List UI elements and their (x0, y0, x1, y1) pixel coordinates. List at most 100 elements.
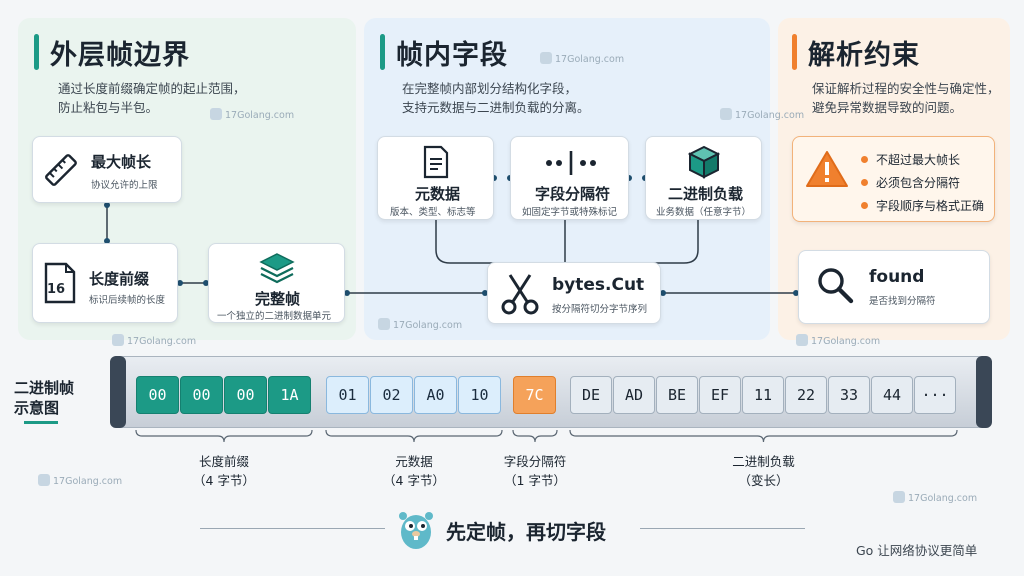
byte-cell: BE (656, 376, 698, 414)
outer-desc: 通过长度前缀确定帧的起止范围，防止粘包与半包。 (58, 81, 246, 115)
card-subtitle: 按分隔符切分字节序列 (552, 304, 648, 315)
byte-cell: 7C (513, 376, 556, 414)
inner-title: 帧内字段 (396, 40, 508, 71)
watermark: 17Golang.com (210, 108, 294, 121)
ruler-icon (45, 154, 77, 186)
strip-right-cap (976, 356, 992, 428)
byte-cell: EF (699, 376, 741, 414)
card-title: 完整帧 (255, 290, 301, 308)
byte-cell: DE (570, 376, 612, 414)
card-title: 最大帧长 (91, 153, 152, 171)
card-subtitle: 如固定字节或特殊标记 (522, 207, 618, 218)
card-max-frame-length: 最大帧长 协议允许的上限 (32, 136, 182, 203)
outer-accent-bar (34, 34, 39, 70)
inner-desc: 在完整帧内部划分结构化字段，支持元数据与二进制负载的分离。 (402, 81, 590, 115)
card-title: 字段分隔符 (535, 185, 611, 203)
group-label: 字段分隔符 （1 字节） (475, 452, 595, 490)
separator-icon (546, 151, 596, 175)
card-title: 长度前缀 (89, 270, 150, 288)
group-name: 长度前缀 (198, 454, 249, 469)
card-subtitle: 是否找到分隔符 (869, 296, 936, 307)
watermark: 17Golang.com (378, 318, 462, 331)
footer-divider-right (640, 528, 805, 529)
group-name: 元数据 (395, 454, 433, 469)
constraint-item: 字段顺序与格式正确 (861, 197, 984, 214)
byte-cell: A0 (414, 376, 457, 414)
parse-accent-bar (792, 34, 797, 70)
parse-title: 解析约束 (808, 40, 920, 71)
group-size: （4 字节） (383, 473, 445, 488)
card-subtitle: 标识后续帧的长度 (89, 295, 166, 306)
watermark: 17Golang.com (893, 491, 977, 504)
watermark: 17Golang.com (112, 334, 196, 347)
group-name: 二进制负载 (732, 454, 795, 469)
group-size: （1 字节） (504, 473, 566, 488)
card-length-prefix: 16 长度前缀 标识后续帧的长度 (32, 243, 178, 323)
parse-desc: 保证解析过程的安全性与确定性，避免异常数据导致的问题。 (812, 81, 1000, 115)
scissors-icon (501, 274, 539, 315)
group-label: 二进制负载 （变长） (704, 452, 824, 490)
group-label: 长度前缀 （4 字节） (164, 452, 284, 490)
group-brace (135, 429, 313, 443)
card-bytes-cut: bytes.Cut 按分隔符切分字节序列 (487, 262, 661, 324)
byte-cell: 11 (742, 376, 784, 414)
card-subtitle: 一个独立的二进制数据单元 (217, 311, 332, 322)
constraint-item: 必须包含分隔符 (861, 174, 960, 191)
byte-cell: 10 (458, 376, 501, 414)
strip-left-cap (110, 356, 126, 428)
card-title: bytes.Cut (552, 275, 645, 295)
group-brace (325, 429, 503, 443)
footer-divider-left (200, 528, 385, 529)
byte-cell: 44 (871, 376, 913, 414)
bullet-icon (861, 156, 868, 163)
byte-cell: 01 (326, 376, 369, 414)
byte-cell: 00 (180, 376, 223, 414)
byte-cell: 00 (136, 376, 179, 414)
watermark: 17Golang.com (38, 474, 122, 487)
card-found: found 是否找到分隔符 (798, 250, 990, 324)
card-full-frame: 完整帧 一个独立的二进制数据单元 (208, 243, 345, 323)
byte-cell: AD (613, 376, 655, 414)
diagram-label: 二进制帧示意图 (14, 379, 75, 417)
group-name: 字段分隔符 (503, 454, 567, 469)
card-subtitle: 协议允许的上限 (91, 180, 158, 191)
card-subtitle: 业务数据（任意字节） (656, 207, 752, 218)
gopher-icon (399, 512, 433, 549)
bullet-icon (861, 202, 868, 209)
watermark: 17Golang.com (796, 334, 880, 347)
card-title: found (869, 267, 925, 287)
card-separator: 字段分隔符 如固定字节或特殊标记 (510, 136, 629, 220)
layers-icon (259, 253, 295, 284)
byte-cell: ··· (914, 376, 956, 414)
watermark: 17Golang.com (720, 108, 804, 121)
warning-icon (806, 151, 848, 187)
constraint-item: 不超过最大帧长 (861, 151, 960, 168)
group-size: （4 字节） (193, 473, 255, 488)
byte-cell: 00 (224, 376, 267, 414)
watermark: 17Golang.com (540, 52, 624, 65)
byte-cell: 33 (828, 376, 870, 414)
card-binary-payload: 二进制负载 业务数据（任意字节） (645, 136, 762, 220)
card-subtitle: 版本、类型、标志等 (390, 207, 476, 218)
group-brace (512, 429, 558, 443)
byte-cell: 1A (268, 376, 311, 414)
byte-cell: 22 (785, 376, 827, 414)
constraint-box: 不超过最大帧长 必须包含分隔符 字段顺序与格式正确 (792, 136, 995, 222)
diagram-label-underline (24, 421, 58, 424)
group-brace (569, 429, 958, 443)
magnifier-icon (818, 268, 854, 304)
group-label: 元数据 （4 字节） (354, 452, 474, 490)
outer-title: 外层帧边界 (50, 40, 190, 71)
document-16-label: 16 (47, 282, 66, 297)
footer-tagline: Go 让网络协议更简单 (856, 543, 978, 558)
card-metadata: 元数据 版本、类型、标志等 (377, 136, 494, 220)
card-title: 元数据 (415, 185, 461, 203)
inner-accent-bar (380, 34, 385, 70)
document-16-icon (44, 262, 76, 304)
byte-cell: 02 (370, 376, 413, 414)
card-title: 二进制负载 (668, 185, 744, 203)
group-size: （变长） (738, 473, 789, 488)
footer-slogan: 先定帧，再切字段 (446, 520, 606, 544)
cube-icon (688, 145, 720, 179)
document-icon (423, 145, 449, 179)
